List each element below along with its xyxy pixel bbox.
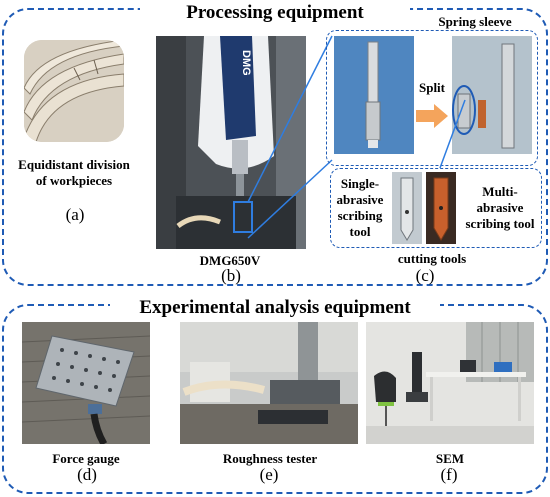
split-parts-photo (452, 36, 532, 154)
roughness-tester-caption: Roughness tester (222, 451, 318, 466)
roughness-tester-photo (180, 322, 358, 444)
processing-equipment-title: Processing equipment (140, 2, 410, 24)
sem-photo (366, 322, 534, 444)
multi-tool-label-line3: scribing tool (465, 216, 535, 231)
split-label: Split (418, 80, 445, 95)
multi-tool-label-line1: Multi- (482, 184, 518, 199)
spring-sleeve-photo (334, 36, 414, 154)
dmg-machine-caption: DMG650V (199, 253, 261, 268)
panel-label-c: (c) (415, 266, 435, 285)
panel-label-a: (a) (65, 205, 85, 224)
dmg-machine-photo: DMG (156, 36, 306, 249)
spring-sleeve-label: Spring sleeve (420, 14, 530, 30)
panel-label-f: (f) (440, 465, 458, 484)
spring-sleeve-frame (326, 30, 538, 166)
force-gauge-caption: Force gauge (52, 451, 120, 466)
single-tool-label-line1: Single- (340, 176, 380, 191)
dmg-brand-text: DMG (240, 50, 252, 76)
multi-abrasive-tool-photo (426, 172, 456, 244)
panel-label-d: (d) (77, 465, 97, 484)
multi-tool-label-line2: abrasive (476, 200, 524, 215)
workpieces-caption-line1: Equidistant division (18, 157, 130, 172)
workpieces-photo (24, 40, 124, 142)
analysis-equipment-title: Experimental analysis equipment (110, 297, 440, 319)
workpieces-caption-line2: of workpieces (35, 173, 113, 188)
split-arrow-icon (416, 104, 448, 128)
single-tool-label-line2: abrasive (336, 192, 384, 207)
single-abrasive-tool-photo (392, 172, 422, 244)
sem-caption: SEM (435, 451, 465, 466)
single-tool-label-line3: scribing (337, 208, 383, 223)
cutting-tools-caption: cutting tools (397, 251, 467, 266)
force-gauge-photo (22, 322, 150, 444)
single-tool-label-line4: tool (349, 224, 371, 239)
panel-label-b: (b) (221, 266, 241, 285)
panel-label-e: (e) (259, 465, 279, 484)
cutting-tools-frame (330, 168, 542, 248)
